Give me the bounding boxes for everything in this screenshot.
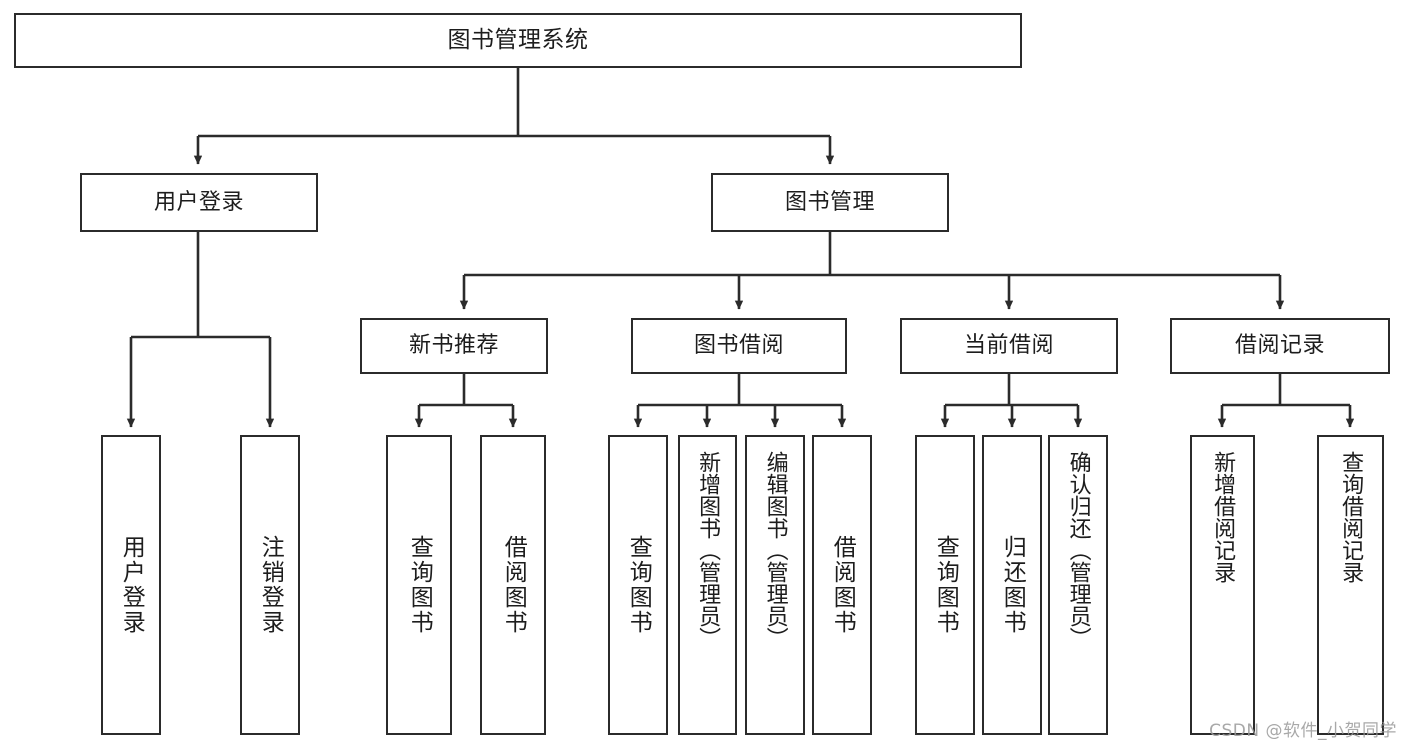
node-new-book-recommend-label: 新书推荐 xyxy=(408,333,499,359)
node-leaf-query-borrow-record[interactable]: 查询借阅记录 xyxy=(1317,435,1384,735)
node-leaf-edit-book-admin-label: 编辑图书（管理员） xyxy=(762,451,788,649)
node-leaf-query-book-current-label: 查询图书 xyxy=(932,535,959,635)
node-current-borrow[interactable]: 当前借阅 xyxy=(900,318,1118,374)
node-leaf-return-book-label: 归还图书 xyxy=(999,535,1026,635)
node-book-borrow[interactable]: 图书借阅 xyxy=(631,318,847,374)
node-leaf-borrow-book-new[interactable]: 借阅图书 xyxy=(480,435,546,735)
node-leaf-query-borrow-record-label: 查询借阅记录 xyxy=(1338,451,1364,583)
node-leaf-confirm-return-admin[interactable]: 确认归还（管理员） xyxy=(1048,435,1108,735)
node-leaf-user-login[interactable]: 用户登录 xyxy=(101,435,161,735)
node-leaf-borrow-book[interactable]: 借阅图书 xyxy=(812,435,872,735)
node-new-book-recommend[interactable]: 新书推荐 xyxy=(360,318,548,374)
csdn-watermark: CSDN @软件_小贺同学 xyxy=(1209,721,1397,741)
node-leaf-query-book-borrow[interactable]: 查询图书 xyxy=(608,435,668,735)
node-leaf-add-book-admin-label: 新增图书（管理员） xyxy=(695,451,721,649)
node-leaf-borrow-book-new-label: 借阅图书 xyxy=(500,535,527,635)
node-leaf-borrow-book-label: 借阅图书 xyxy=(829,535,856,635)
node-leaf-edit-book-admin[interactable]: 编辑图书（管理员） xyxy=(745,435,805,735)
node-leaf-query-book-new-label: 查询图书 xyxy=(406,535,433,635)
node-user-login-label: 用户登录 xyxy=(153,189,244,215)
node-borrow-record-label: 借阅记录 xyxy=(1234,333,1325,359)
node-leaf-logout[interactable]: 注销登录 xyxy=(240,435,300,735)
node-leaf-query-book-new[interactable]: 查询图书 xyxy=(386,435,452,735)
node-leaf-logout-label: 注销登录 xyxy=(257,535,284,635)
node-leaf-user-login-label: 用户登录 xyxy=(118,535,145,635)
node-leaf-add-book-admin[interactable]: 新增图书（管理员） xyxy=(678,435,737,735)
node-root-label: 图书管理系统 xyxy=(447,26,589,53)
node-book-borrow-label: 图书借阅 xyxy=(693,333,784,359)
node-borrow-record[interactable]: 借阅记录 xyxy=(1170,318,1390,374)
node-current-borrow-label: 当前借阅 xyxy=(963,333,1054,359)
node-leaf-query-book-borrow-label: 查询图书 xyxy=(625,535,652,635)
node-leaf-return-book[interactable]: 归还图书 xyxy=(982,435,1042,735)
node-leaf-add-borrow-record-label: 新增借阅记录 xyxy=(1210,451,1236,583)
node-user-login[interactable]: 用户登录 xyxy=(80,173,318,232)
node-leaf-query-book-current[interactable]: 查询图书 xyxy=(915,435,975,735)
node-book-management-label: 图书管理 xyxy=(784,189,875,215)
node-leaf-confirm-return-admin-label: 确认归还（管理员） xyxy=(1065,451,1091,649)
node-book-management[interactable]: 图书管理 xyxy=(711,173,949,232)
node-leaf-add-borrow-record[interactable]: 新增借阅记录 xyxy=(1190,435,1255,735)
node-root[interactable]: 图书管理系统 xyxy=(14,13,1022,68)
